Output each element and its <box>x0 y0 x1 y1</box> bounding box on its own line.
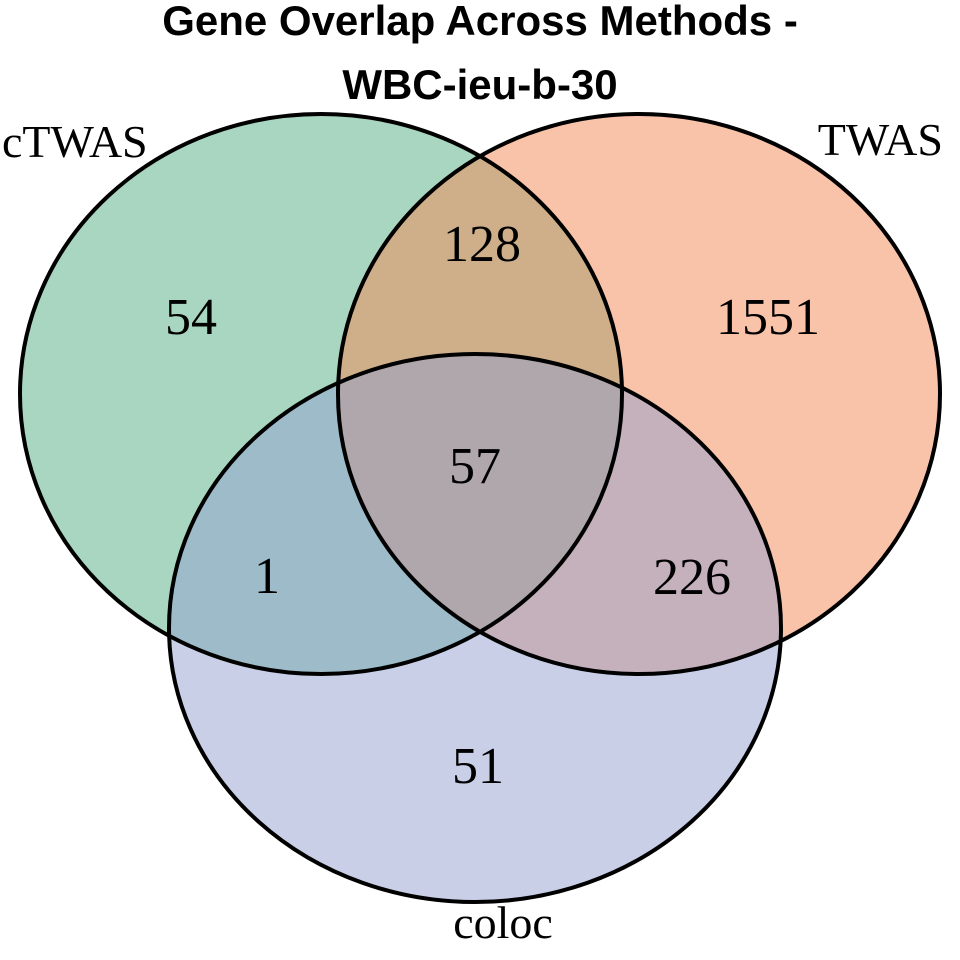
count-all-three-overlap: 57 <box>449 438 501 495</box>
set-label-twas: TWAS <box>817 114 943 165</box>
ctwas-circle-outline <box>18 112 624 676</box>
chart-title-line1: Gene Overlap Across Methods - <box>162 0 798 44</box>
set-label-coloc: coloc <box>453 897 553 948</box>
coloc-circle-outline <box>167 352 783 904</box>
twas-circle-outline <box>336 112 942 676</box>
chart-title-line2: WBC-ieu-b-30 <box>342 61 618 108</box>
count-coloc-only: 51 <box>452 738 504 795</box>
count-ctwas-only: 54 <box>165 289 217 346</box>
set-label-ctwas: cTWAS <box>2 116 148 167</box>
count-ctwas-coloc-overlap: 1 <box>254 548 280 605</box>
count-twas-coloc-overlap: 226 <box>653 549 731 606</box>
count-twas-only: 1551 <box>716 289 820 346</box>
count-ctwas-twas-overlap: 128 <box>443 216 521 273</box>
